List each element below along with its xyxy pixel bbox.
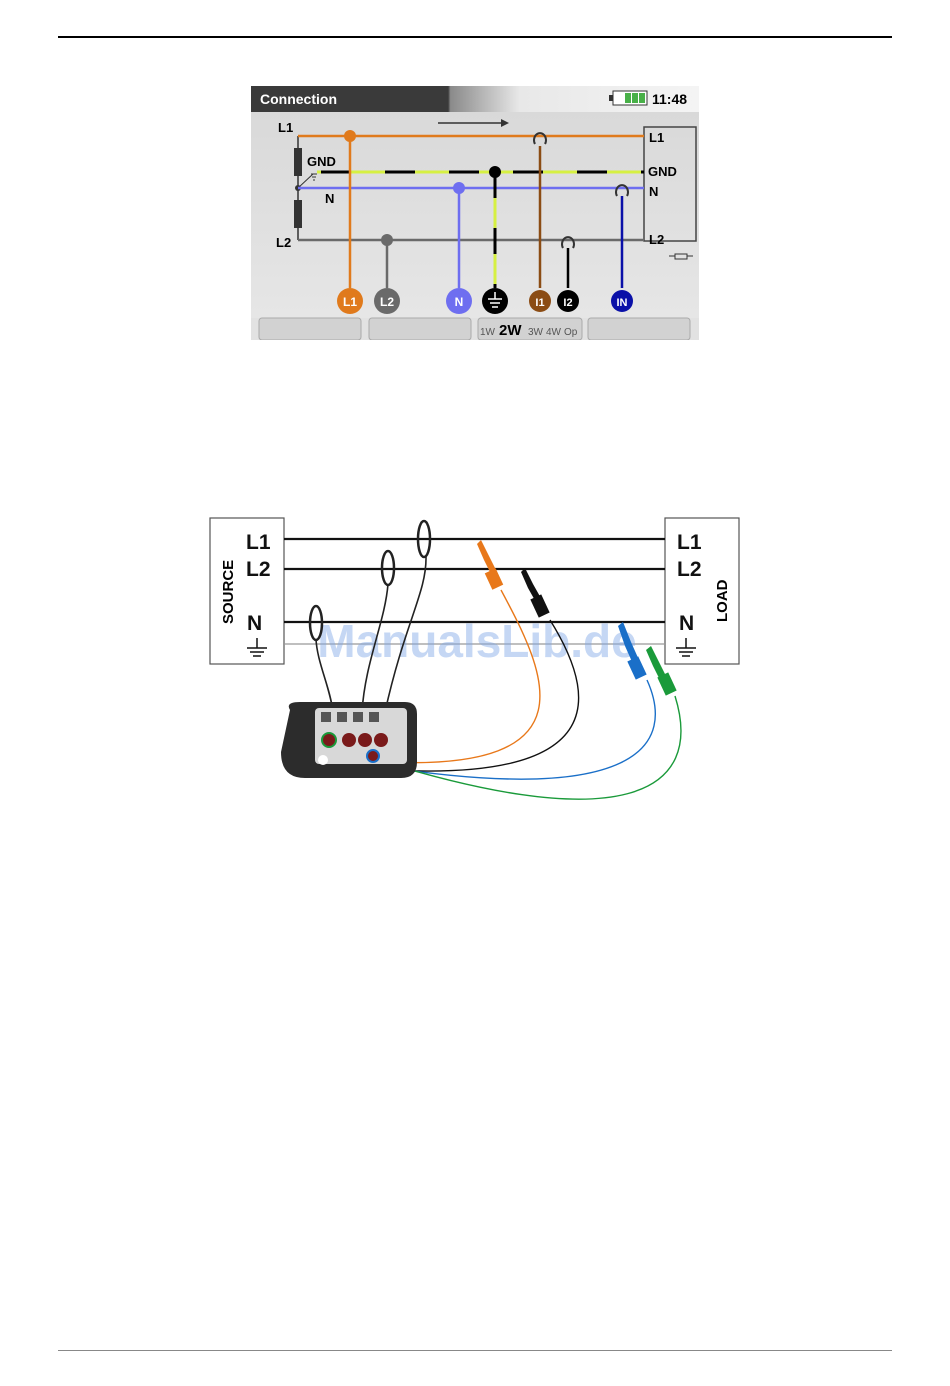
svg-text:I2: I2: [563, 297, 572, 309]
svg-text:N: N: [455, 295, 464, 309]
load-line-n: N: [679, 612, 694, 635]
softkey-f2[interactable]: [369, 318, 471, 340]
source-line-l2: L2: [246, 558, 271, 581]
load-line-l1: L1: [677, 531, 702, 554]
svg-text:I1: I1: [535, 297, 544, 309]
terminal-i2: I2: [557, 290, 579, 312]
softkey-f1[interactable]: [259, 318, 361, 340]
source-label-n: N: [325, 191, 334, 206]
source-line-n: N: [247, 612, 262, 635]
load-label-l1: L1: [649, 130, 664, 145]
load-label: LOAD: [714, 579, 731, 622]
mode-op[interactable]: Op: [564, 327, 578, 338]
source-label-l2: L2: [276, 235, 291, 250]
source-label-l1: L1: [278, 120, 293, 135]
load-label-gnd: GND: [648, 164, 677, 179]
battery-icon: [609, 91, 647, 105]
softkey-f4[interactable]: [588, 318, 690, 340]
source-label-gnd: GND: [307, 154, 336, 169]
power-analyzer-device: [281, 702, 417, 778]
top-rule: [58, 36, 892, 38]
load-line-l2: L2: [677, 558, 702, 581]
clock-time: 11:48: [652, 91, 687, 107]
mode-4w[interactable]: 4W: [546, 327, 562, 338]
connection-screen: Connection 11:48 L: [251, 86, 699, 340]
terminal-l1: L1: [337, 288, 363, 314]
source-label: SOURCE: [220, 560, 237, 624]
screen-title: Connection: [260, 91, 337, 107]
mode-1w[interactable]: 1W: [480, 327, 496, 338]
terminal-l2: L2: [374, 288, 400, 314]
source-line-l1: L1: [246, 531, 271, 554]
bottom-rule: [58, 1350, 892, 1351]
softkey-f3-connection-mode[interactable]: 1W 2W 3W 4W Op: [478, 318, 582, 340]
load-label-n: N: [649, 184, 658, 199]
load-label-l2: L2: [649, 232, 664, 247]
terminal-n: N: [446, 288, 472, 314]
terminal-i1: I1: [529, 290, 551, 312]
svg-text:IN: IN: [617, 297, 628, 309]
watermark: ManualsLib.de: [317, 615, 636, 667]
terminal-in: IN: [611, 290, 633, 312]
svg-text:L1: L1: [343, 295, 357, 309]
svg-text:L2: L2: [380, 295, 394, 309]
screen-body: [251, 112, 699, 318]
mode-2w[interactable]: 2W: [499, 322, 522, 339]
wiring-illustration: SOURCE L1 L2 N LOAD L1 L2 N ManualsLib.d…: [205, 512, 750, 832]
mode-3w[interactable]: 3W: [528, 327, 544, 338]
terminal-gnd: [482, 288, 508, 314]
